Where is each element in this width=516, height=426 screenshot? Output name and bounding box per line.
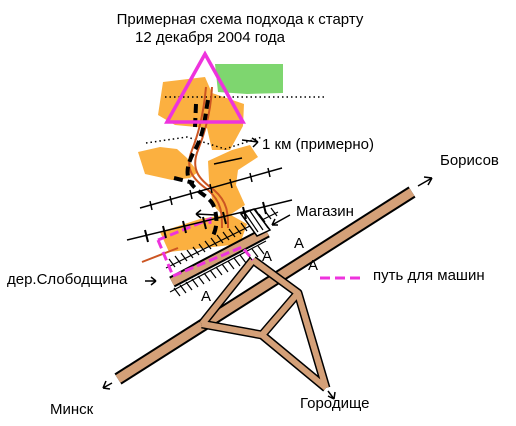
gorodishche-label: Городище bbox=[300, 395, 370, 412]
orange-field-middle bbox=[138, 147, 198, 180]
forest-road bbox=[188, 86, 223, 229]
car-path bbox=[156, 216, 255, 278]
bus-stop-label: А bbox=[201, 288, 212, 305]
start-triangle-icon bbox=[164, 50, 246, 124]
legend-car-path-label: путь для машин bbox=[373, 267, 485, 284]
bus-stop-label: А bbox=[294, 235, 305, 252]
scale-label: 1 км (примерно) bbox=[262, 136, 375, 153]
highway-road-fill bbox=[115, 188, 415, 383]
map-title-line1: Примерная схема подхода к старту bbox=[116, 11, 364, 28]
arrow-icon-gorodishche bbox=[327, 390, 336, 400]
minsk-label: Минск bbox=[50, 401, 94, 418]
arrow-icon-village bbox=[145, 276, 157, 286]
arrow-icon-minsk bbox=[102, 380, 113, 390]
borisov-label: Борисов bbox=[440, 152, 499, 169]
green-field bbox=[215, 64, 283, 94]
village-street-fill bbox=[170, 228, 269, 286]
shop-hatch bbox=[244, 208, 269, 233]
power-line-south-ticks bbox=[144, 201, 267, 243]
power-line-north-ticks bbox=[149, 167, 271, 211]
village-label: дер.Слободщина bbox=[7, 271, 128, 288]
bus-stop-label: А bbox=[308, 257, 319, 274]
forest-road-2 bbox=[194, 86, 229, 229]
map-title-line2: 12 декабря 2004 года bbox=[134, 29, 286, 46]
forest-road-west bbox=[141, 247, 179, 263]
arrow-icon-scale bbox=[195, 137, 259, 219]
local-road-fill bbox=[199, 257, 329, 391]
orange-field-north bbox=[158, 77, 244, 150]
bus-stop-label: А bbox=[262, 248, 273, 265]
arrow-icon-borisov bbox=[417, 176, 433, 187]
arrow-icon-shop bbox=[271, 214, 291, 226]
shop-label: Магазин bbox=[296, 203, 354, 220]
